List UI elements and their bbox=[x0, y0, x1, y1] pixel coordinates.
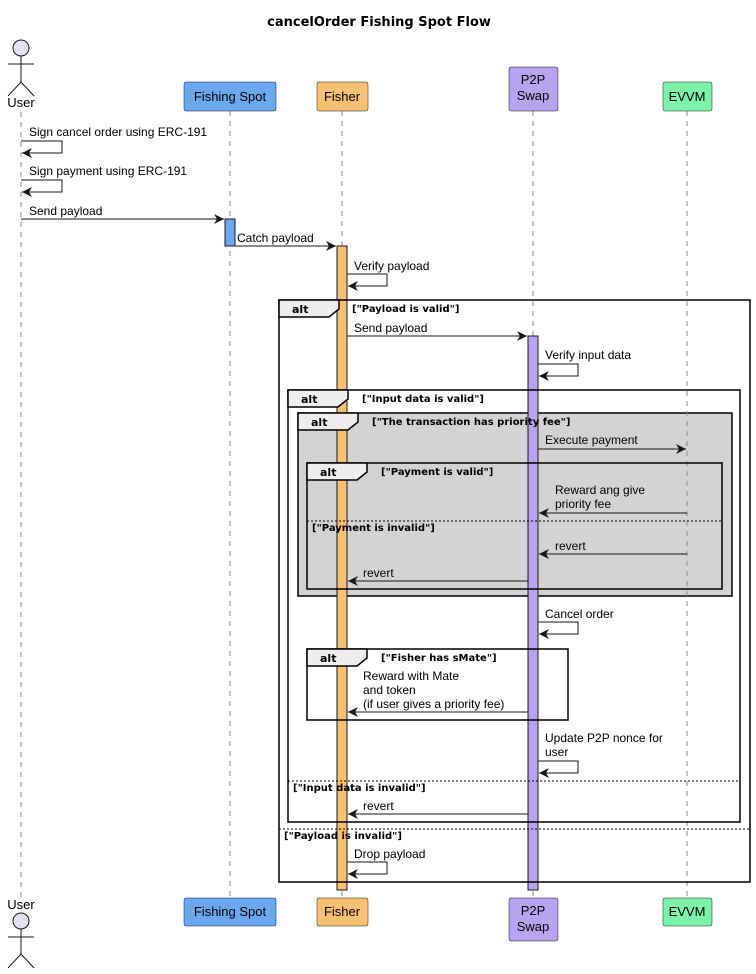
guard-fisher-smate: ["Fisher has sMate"] bbox=[381, 653, 497, 664]
diagram-title: cancelOrder Fishing Spot Flow bbox=[267, 15, 491, 30]
participant-p2p-label-line1-bottom: P2P bbox=[521, 903, 546, 918]
message-revert-p2p-priority: revert bbox=[363, 566, 394, 580]
participant-p2p-label-line2-top: Swap bbox=[517, 88, 550, 103]
fragment-payload bbox=[278, 299, 751, 883]
message-send-payload-user: Send payload bbox=[29, 204, 102, 218]
guard-priority-fee: ["The transaction has priority fee"] bbox=[372, 417, 570, 428]
fragment-input-data bbox=[287, 389, 741, 823]
fragment-payment-keyword: alt bbox=[320, 466, 336, 479]
participant-user-label-bottom: User bbox=[7, 897, 35, 912]
message-reward-priority-line2: priority fee bbox=[555, 497, 611, 511]
participant-evvm-label-top: EVVM bbox=[669, 89, 706, 104]
participant-fishing-spot-label-bottom: Fishing Spot bbox=[194, 904, 267, 919]
message-reward-mate-line2: and token bbox=[363, 683, 416, 697]
participant-fishing-spot-label-top: Fishing Spot bbox=[194, 89, 267, 104]
message-send-payload-fisher: Send payload bbox=[354, 321, 427, 335]
activation-p2p-swap bbox=[527, 335, 539, 891]
actor-user-top: User bbox=[7, 39, 35, 110]
participant-p2p-swap-top: P2P Swap bbox=[508, 66, 559, 112]
message-verify-payload: Verify payload bbox=[354, 259, 429, 273]
guard-payload-invalid: ["Payload is invalid"] bbox=[284, 831, 402, 842]
message-cancel-order: Cancel order bbox=[545, 607, 614, 621]
participant-evvm-bottom: EVVM bbox=[662, 897, 713, 927]
participant-p2p-label-line1-top: P2P bbox=[521, 72, 546, 87]
participant-fisher-top: Fisher bbox=[316, 81, 369, 112]
fragment-payload-keyword: alt bbox=[292, 303, 308, 316]
message-drop-payload: Drop payload bbox=[354, 847, 425, 861]
participant-p2p-label-line2-bottom: Swap bbox=[517, 919, 550, 934]
fragment-fisher-smate bbox=[306, 648, 569, 721]
fragment-priority-fee bbox=[297, 412, 733, 597]
message-catch-payload: Catch payload bbox=[237, 231, 314, 245]
message-reward-mate-line3: (if user gives a priority fee) bbox=[363, 697, 504, 711]
fragment-smate-keyword: alt bbox=[320, 652, 336, 665]
message-verify-input: Verify input data bbox=[545, 348, 631, 362]
participant-fishing-spot-bottom: Fishing Spot bbox=[183, 897, 277, 927]
participant-fishing-spot-top: Fishing Spot bbox=[183, 81, 277, 112]
message-execute-payment: Execute payment bbox=[545, 433, 638, 447]
message-update-nonce-line2: user bbox=[545, 745, 568, 759]
guard-payment-valid: ["Payment is valid"] bbox=[381, 467, 493, 478]
participant-user-label-top: User bbox=[7, 95, 35, 110]
participant-fisher-bottom: Fisher bbox=[316, 897, 369, 927]
actor-user-bottom: User bbox=[7, 897, 35, 969]
guard-payment-invalid: ["Payment is invalid"] bbox=[312, 523, 435, 534]
message-revert-evvm: revert bbox=[555, 539, 586, 553]
activation-fishing-spot bbox=[224, 218, 236, 247]
message-reward-mate-line1: Reward with Mate bbox=[363, 669, 459, 683]
fragment-priority-keyword: alt bbox=[311, 416, 327, 429]
message-update-nonce-line1: Update P2P nonce for bbox=[545, 731, 663, 745]
participant-fisher-label-bottom: Fisher bbox=[324, 904, 361, 919]
participant-p2p-swap-bottom: P2P Swap bbox=[508, 897, 559, 942]
fragment-input-keyword: alt bbox=[301, 393, 317, 406]
participant-fisher-label-top: Fisher bbox=[324, 89, 361, 104]
guard-input-valid: ["Input data is valid"] bbox=[362, 394, 484, 405]
message-revert-p2p-input: revert bbox=[363, 799, 394, 813]
message-sign-payment: Sign payment using ERC-191 bbox=[29, 164, 187, 178]
fragment-payment bbox=[306, 462, 723, 590]
guard-payload-valid: ["Payload is valid"] bbox=[352, 304, 459, 315]
participant-evvm-label-bottom: EVVM bbox=[669, 904, 706, 919]
message-reward-priority-line1: Reward ang give bbox=[555, 483, 645, 497]
message-sign-cancel: Sign cancel order using ERC-191 bbox=[29, 125, 207, 139]
guard-input-invalid: ["Input data is invalid"] bbox=[293, 783, 426, 794]
participant-evvm-top: EVVM bbox=[662, 81, 713, 112]
activation-fisher bbox=[336, 245, 348, 891]
